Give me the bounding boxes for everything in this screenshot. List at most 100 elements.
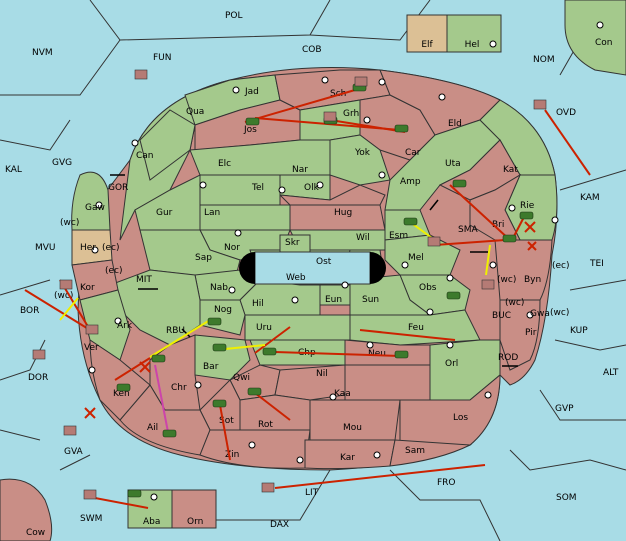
label-kup: KUP bbox=[570, 326, 588, 336]
label-rie: Rie bbox=[520, 201, 535, 211]
legend-elf-box bbox=[406, 14, 448, 53]
label-jad: Jad bbox=[244, 87, 259, 97]
label-esm: Esm bbox=[389, 231, 408, 241]
label-tel: Tel bbox=[251, 183, 264, 193]
label-mit: MIT bbox=[136, 275, 152, 285]
label-skr: Skr bbox=[285, 238, 300, 248]
territory-ken[interactable] bbox=[89, 339, 151, 421]
label-web: Web bbox=[286, 273, 306, 283]
label-feu: Feu bbox=[408, 323, 424, 333]
label-yok: Yok bbox=[354, 148, 371, 158]
label-los: Los bbox=[453, 413, 468, 423]
territory-gur[interactable] bbox=[134, 174, 201, 231]
supply-centers bbox=[88, 21, 604, 501]
label-tei: TEI bbox=[589, 259, 604, 269]
label-sun: Sun bbox=[362, 295, 379, 305]
label-grh: Grh bbox=[343, 109, 359, 119]
label-byn: Byn bbox=[524, 275, 541, 285]
label-uru: Uru bbox=[256, 323, 272, 333]
territory-con[interactable] bbox=[564, 0, 626, 76]
coast-note: (wc) bbox=[550, 308, 569, 318]
label-dor: DOR bbox=[28, 373, 48, 383]
territory-neu[interactable] bbox=[344, 339, 431, 366]
label-cow: Cow bbox=[26, 528, 45, 538]
territory-kaa[interactable] bbox=[344, 364, 431, 401]
coast-note: (ec) bbox=[105, 266, 123, 276]
territory-orn[interactable] bbox=[171, 489, 217, 529]
territory-byn[interactable] bbox=[494, 239, 553, 301]
label-sot: Sot bbox=[219, 416, 234, 426]
label-gvg: GVG bbox=[52, 158, 72, 168]
label-hug: Hug bbox=[334, 208, 352, 218]
failed-marks bbox=[84, 221, 537, 419]
coast-note: (wc) bbox=[60, 218, 79, 228]
label-can: Can bbox=[136, 151, 154, 161]
passage-markers bbox=[110, 174, 518, 367]
territory-tel[interactable] bbox=[199, 174, 281, 206]
label-ovd: OVD bbox=[556, 108, 576, 118]
label-kar: Kar bbox=[340, 453, 355, 463]
label-som: SOM bbox=[556, 493, 577, 503]
label-bri: Bri bbox=[492, 220, 504, 230]
label-nor: Nor bbox=[224, 243, 240, 253]
label-bar: Bar bbox=[203, 362, 219, 372]
territory-can[interactable] bbox=[119, 74, 281, 241]
label-nil: Nil bbox=[316, 369, 328, 379]
lake-east-end bbox=[370, 252, 386, 284]
label-eld: Eld bbox=[448, 119, 462, 129]
label-ark: Ark bbox=[117, 321, 133, 331]
label-kor: Kor bbox=[80, 283, 95, 293]
label-nab: Nab bbox=[210, 283, 228, 293]
label-ail: Ail bbox=[147, 423, 158, 433]
coast-note: (ec) bbox=[552, 261, 570, 271]
label-alt: ALT bbox=[603, 368, 619, 378]
sea-labels: POL NVM FUN COB NOM Con KAL GVG GOR MIT … bbox=[5, 11, 619, 538]
label-aba: Aba bbox=[143, 517, 160, 527]
label-sap: Sap bbox=[195, 253, 212, 263]
label-swm: SWM bbox=[80, 514, 102, 524]
label-kal: KAL bbox=[5, 165, 22, 175]
label-her: Her bbox=[80, 243, 96, 253]
label-pol: POL bbox=[225, 11, 243, 21]
label-mou: Mou bbox=[343, 423, 362, 433]
label-dax: DAX bbox=[270, 520, 289, 530]
label-nom: NOM bbox=[533, 55, 555, 65]
coast-note: (wc) bbox=[505, 298, 524, 308]
coast-note: (wc) bbox=[54, 291, 73, 301]
label-ver: Ver bbox=[84, 343, 99, 353]
label-qwi: Qwi bbox=[233, 373, 250, 383]
label-ken: Ken bbox=[113, 389, 130, 399]
label-jos: Jos bbox=[243, 125, 257, 135]
label-cob: COB bbox=[302, 45, 322, 55]
label-con: Con bbox=[595, 38, 613, 48]
territory-bri[interactable] bbox=[469, 173, 522, 241]
territory-mou[interactable] bbox=[309, 399, 401, 441]
label-kam: KAM bbox=[580, 193, 600, 203]
label-amp: Amp bbox=[400, 177, 421, 187]
red-labels: Sch Jos Car Eld Uta Olk Hug Kor Bar Qwi … bbox=[80, 89, 550, 527]
territory-cow[interactable] bbox=[0, 478, 53, 541]
label-elc: Elc bbox=[218, 159, 231, 169]
territory-rot[interactable] bbox=[239, 394, 311, 431]
label-olk: Olk bbox=[304, 183, 320, 193]
label-lan: Lan bbox=[204, 208, 220, 218]
label-kat: Kat bbox=[503, 165, 518, 175]
coast-notes: (wc) (ec) (wc) (ec) (wc) (ec) (wc) (wc) bbox=[54, 218, 570, 318]
label-pir: Pir bbox=[525, 328, 537, 338]
legend-elf-label: Elf bbox=[421, 40, 433, 50]
territory-sam[interactable] bbox=[389, 439, 472, 467]
territory-nil[interactable] bbox=[274, 364, 346, 401]
label-lit: LIT bbox=[305, 488, 319, 498]
label-rod: ROD bbox=[498, 353, 518, 363]
territory-qua[interactable] bbox=[139, 109, 196, 181]
label-gaw: Gaw bbox=[85, 203, 105, 213]
label-orl: Orl bbox=[445, 359, 458, 369]
label-nvm: NVM bbox=[32, 48, 53, 58]
label-eun: Eun bbox=[325, 295, 342, 305]
territory-sun[interactable] bbox=[349, 274, 432, 316]
label-sam: Sam bbox=[405, 446, 425, 456]
label-nog: Nog bbox=[214, 305, 232, 315]
label-qua: Qua bbox=[186, 107, 204, 117]
label-gwa: Gwa bbox=[530, 309, 550, 319]
